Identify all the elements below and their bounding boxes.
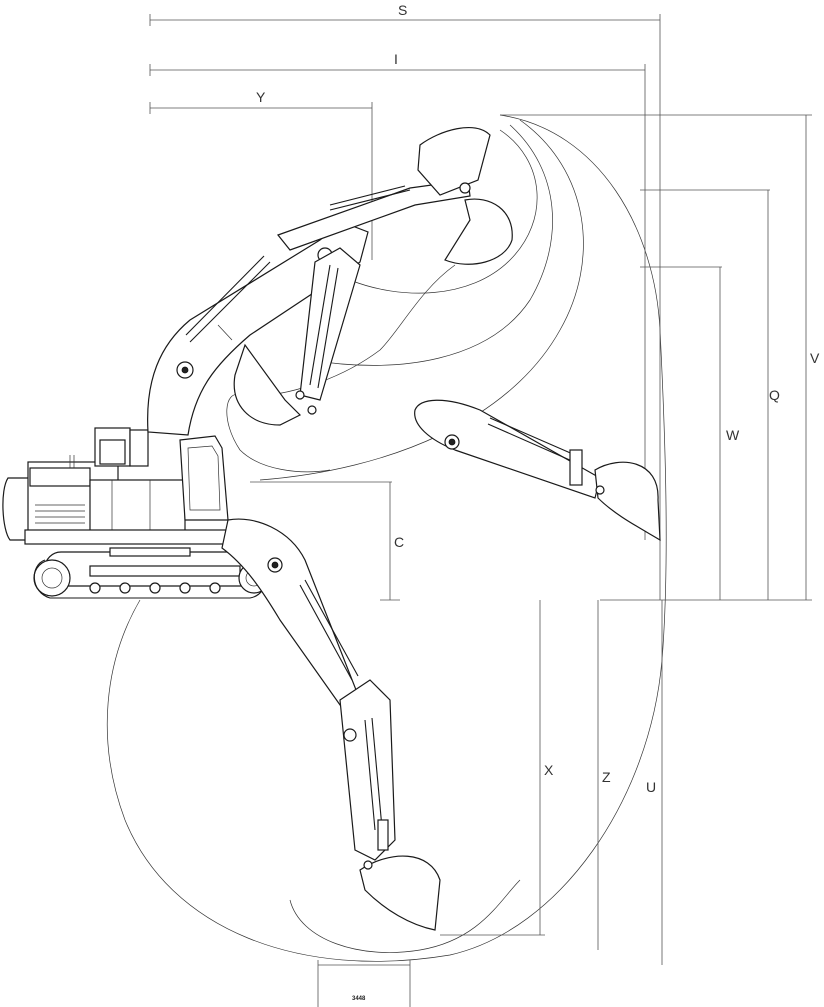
arm-horizontal-position xyxy=(414,399,661,542)
arm-lower-dig-position xyxy=(221,518,441,931)
dimension-lines xyxy=(149,14,812,1007)
label-y: Y xyxy=(256,89,266,105)
label-x: X xyxy=(544,762,554,778)
lower-arc xyxy=(289,879,521,953)
dimension-labels: S I Y V Q W C X Z U 3448 xyxy=(256,2,820,1002)
label-z: Z xyxy=(602,769,611,785)
label-q: Q xyxy=(769,387,780,403)
label-c: C xyxy=(394,534,404,550)
label-bottom: 3448 xyxy=(352,996,366,1002)
upper-arc-3 xyxy=(349,129,538,294)
excavator-base xyxy=(2,427,270,599)
label-s: S xyxy=(398,2,407,18)
upper-arc-1 xyxy=(259,119,584,481)
label-i: I xyxy=(394,51,398,67)
boom-upper-position xyxy=(147,127,513,436)
label-v: V xyxy=(810,350,820,366)
label-w: W xyxy=(726,427,740,443)
outer-reach-envelope xyxy=(106,114,667,962)
label-u: U xyxy=(646,779,656,795)
upper-arc-2 xyxy=(309,124,553,366)
